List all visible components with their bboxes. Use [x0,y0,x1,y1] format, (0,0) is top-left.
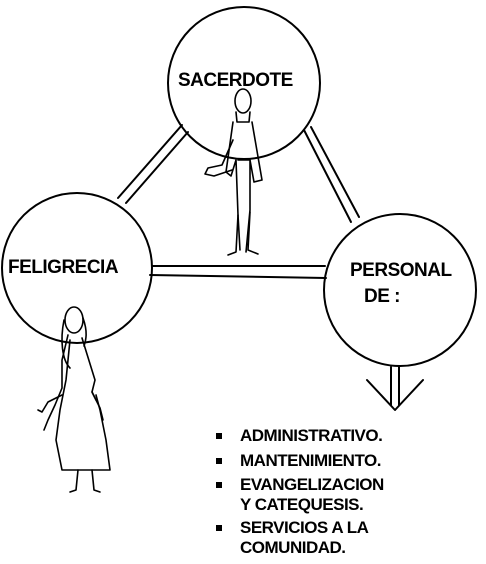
list-item: COMUNIDAD. [240,538,346,557]
sacerdote-label: SACERDOTE [178,70,293,91]
personal-de-label: DE : [364,286,400,307]
list-item: MANTENIMIENTO. [240,451,381,470]
services-list: ADMINISTRATIVO. MANTENIMIENTO. EVANGELIZ… [216,426,385,557]
list-bullet [216,433,222,439]
list-item: ADMINISTRATIVO. [240,426,382,445]
connector-feligresia-personal [149,265,327,279]
personal-circle [323,213,477,367]
list-bullet [216,525,222,531]
personal-label: PERSONAL [350,260,452,281]
connector-sacerdote-feligresia [117,124,189,204]
feligresia-circle [1,192,153,344]
feligresia-label: FELIGRECIA [8,257,119,278]
list-item: SERVICIOS A LA [240,518,369,537]
arrow-down-icon [366,366,424,411]
woman-figure [37,306,111,493]
sacerdote-circle [167,6,321,160]
list-bullet [216,458,222,464]
connector-sacerdote-personal [303,126,360,223]
list-item: EVANGELIZACION [240,475,384,494]
priest-figure [204,88,263,256]
list-item: Y CATEQUESIS. [240,495,363,514]
list-bullet [216,482,222,488]
